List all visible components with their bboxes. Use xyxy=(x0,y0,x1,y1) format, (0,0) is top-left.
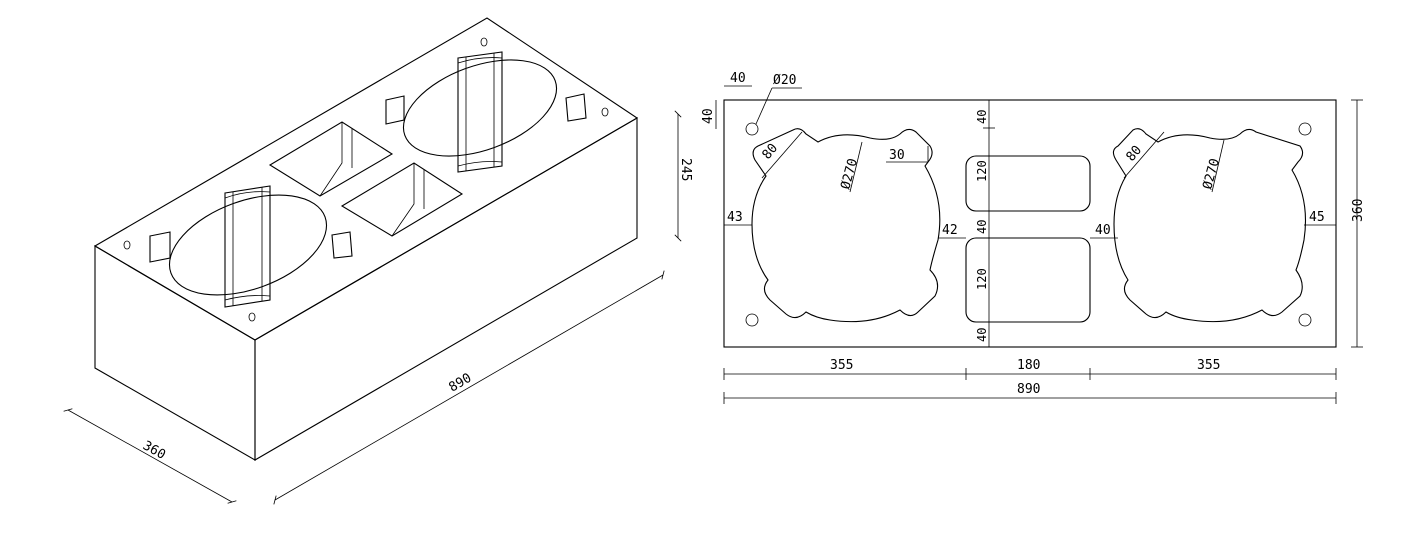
block-left-face xyxy=(94,245,256,461)
top-slot xyxy=(965,155,1091,212)
block-front-face xyxy=(254,117,638,461)
slot-height-top-label: 120 xyxy=(975,160,989,182)
pin-hole-icon xyxy=(248,312,256,322)
slot-mid-label: 40 xyxy=(975,220,989,234)
pin-offset-label: 40 xyxy=(730,71,746,86)
plan-dimensions: 40 40 Ø20 80 Ø270 30 43 42 40 45 80 xyxy=(701,71,1366,404)
iso-height-label: 245 xyxy=(678,158,693,181)
center-slots xyxy=(268,121,464,237)
bore-left-label: Ø270 xyxy=(838,157,861,191)
pin-hole-icon xyxy=(1298,122,1312,136)
iso-width-label: 360 xyxy=(140,438,168,463)
seg-right-label: 355 xyxy=(1197,358,1220,373)
slot-top-margin-label: 40 xyxy=(975,110,989,124)
left-bore-outline xyxy=(751,128,941,323)
bottom-slot xyxy=(965,237,1091,323)
seg-mid-label: 180 xyxy=(1017,358,1040,373)
pin-hole-icon xyxy=(1298,313,1312,327)
pin-offset-v-label: 40 xyxy=(701,108,716,124)
pin-dia-label: Ø20 xyxy=(773,73,796,88)
iso-dimensions: 890 360 245 xyxy=(63,110,693,505)
seg-left-label: 355 xyxy=(830,358,853,373)
total-length-label: 890 xyxy=(1017,382,1040,397)
right-bore-outline xyxy=(1112,128,1307,323)
total-width-label: 360 xyxy=(1351,199,1366,222)
edge-right-label: 45 xyxy=(1309,210,1325,225)
slot-height-bottom-label: 120 xyxy=(975,268,989,290)
plan-view xyxy=(723,99,1337,348)
slot-bottom-margin-label: 40 xyxy=(975,328,989,342)
pin-hole-icon xyxy=(745,122,759,136)
isometric-block xyxy=(93,17,639,461)
lug-right-label: 80 xyxy=(1124,143,1146,165)
pin-hole-icon xyxy=(123,240,131,250)
pin-hole-icon xyxy=(601,107,609,117)
notch-label: 30 xyxy=(889,148,905,163)
block-top-face xyxy=(93,17,639,341)
edge-left-label: 43 xyxy=(727,210,743,225)
iso-length-label: 890 xyxy=(447,371,475,396)
plan-outline xyxy=(723,99,1337,348)
pin-hole-icon xyxy=(745,313,759,327)
bore-right-label: Ø270 xyxy=(1200,157,1223,191)
gap-right-label: 40 xyxy=(1095,223,1111,238)
right-bore xyxy=(385,51,587,173)
gap-left-label: 42 xyxy=(942,223,958,238)
pin-hole-icon xyxy=(480,37,488,47)
left-bore xyxy=(149,185,353,308)
